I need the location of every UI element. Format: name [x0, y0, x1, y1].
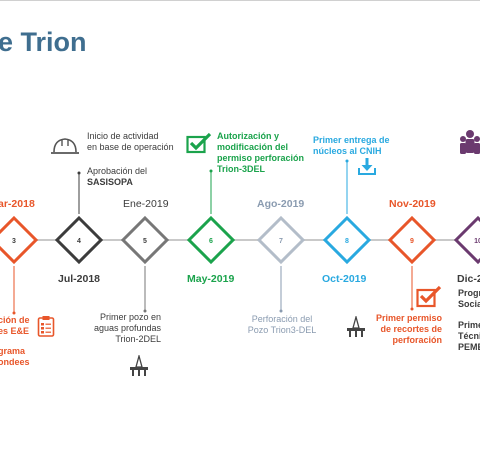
event-9-line1: Primer permiso: [375, 313, 442, 323]
date-7: Ago-2019: [257, 198, 305, 210]
event-6-line4: Trion-3DEL: [217, 164, 266, 174]
event-6-line1: Autorización y: [217, 131, 280, 141]
event-4-mid-line2: SASISOPA: [87, 177, 133, 187]
event-3-line2: es E&E: [0, 326, 30, 336]
milestone-8: 8: [322, 215, 372, 265]
svg-text:7: 7: [279, 238, 283, 245]
svg-text:6: 6: [209, 238, 213, 245]
date-3: ar-2018: [0, 198, 35, 210]
milestone-7: 7: [256, 215, 306, 265]
event-5-line3: Trion-2DEL: [115, 334, 161, 344]
page-title: e Trion: [0, 27, 87, 57]
date-8: Oct-2019: [322, 273, 367, 285]
download-icon: [358, 158, 376, 175]
oil-platform-icon: [130, 355, 148, 376]
milestone-3: 3: [0, 215, 39, 265]
milestone-9: 9: [387, 215, 437, 265]
event-8-line1: Primer entrega de: [313, 135, 390, 145]
event-10-line4: Técni: [458, 331, 480, 341]
date-9: Nov-2019: [389, 198, 436, 210]
event-9-line2: de recortes de: [380, 324, 442, 334]
event-4-top-line1: Inicio de actividad: [87, 131, 159, 141]
milestone-6: 6: [186, 215, 236, 265]
checkbox-icon: [416, 285, 442, 308]
svg-text:9: 9: [410, 238, 414, 245]
svg-text:5: 5: [143, 238, 147, 245]
event-7-line1: Perforación del: [251, 314, 313, 324]
event-4-mid-line1: Aprobación del: [87, 166, 148, 176]
top-rule: [0, 0, 480, 1]
hard-hat-icon: [51, 138, 79, 154]
event-10-line1: Progr: [458, 288, 480, 298]
event-3-line3: grama: [0, 346, 26, 356]
event-7-line2: Pozo Trion3-DEL: [247, 325, 317, 335]
date-10: Dic-2: [457, 273, 480, 285]
event-6-line3: permiso perforación: [217, 153, 305, 163]
event-10-line2: Socia: [458, 299, 480, 309]
date-5: Ene-2019: [123, 198, 169, 210]
event-3-line1: ción de: [0, 315, 30, 325]
date-6: May-2019: [187, 273, 235, 285]
event-4-top-line2: en base de operación: [87, 142, 174, 152]
event-6-line2: modificación del: [217, 142, 289, 152]
milestone-10: 10: [453, 215, 480, 265]
milestone-4: 4: [54, 215, 104, 265]
event-5-line1: Primer pozo en: [99, 312, 161, 322]
event-5-line2: aguas profundas: [93, 323, 161, 333]
event-8-line2: núcleos al CNIH: [313, 146, 382, 156]
people-icon: [460, 130, 480, 154]
event-3-line4: ondees: [0, 357, 30, 367]
oil-platform-icon: [347, 316, 365, 337]
milestone-5: 5: [120, 215, 170, 265]
svg-text:3: 3: [12, 238, 16, 245]
event-10-line3: Prime: [458, 320, 480, 330]
event-9-line3: perforación: [392, 335, 442, 345]
svg-text:10: 10: [474, 238, 480, 245]
checkbox-icon: [186, 132, 212, 154]
event-10-line5: PEME: [458, 342, 480, 352]
svg-text:8: 8: [345, 238, 349, 245]
clipboard-icon: [37, 316, 55, 337]
date-4: Jul-2018: [58, 273, 101, 285]
svg-text:4: 4: [77, 238, 81, 245]
